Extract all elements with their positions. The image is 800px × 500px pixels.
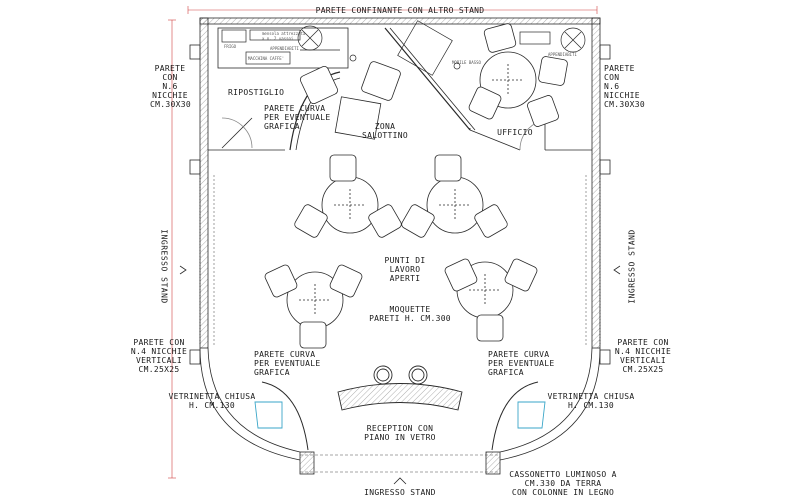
dimension-lines bbox=[168, 6, 598, 479]
curved-wall-right-label: PARETE CURVA PER EVENTUALE GRAFICA bbox=[488, 350, 555, 377]
right-niches-bottom-label: PARETE CON N.4 NICCHIE VERTICALI CM.25X2… bbox=[614, 338, 672, 374]
reception-desk bbox=[337, 365, 463, 411]
lightbox-label: CASSONETTO LUMINOSO A CM.330 DA TERRA CO… bbox=[509, 470, 617, 497]
entrance-right-label: INGRESSO STAND bbox=[627, 229, 637, 304]
curved-wall-top-label: PARETE CURVA PER EVENTUALE GRAFICA bbox=[264, 104, 331, 131]
column-left bbox=[299, 451, 315, 475]
entrance-left-label: INGRESSO STAND bbox=[159, 229, 169, 304]
lounge-furniture bbox=[299, 61, 401, 140]
shelf-note-label: mensola attrezzata x n. 2 vassoi bbox=[262, 31, 306, 41]
curved-wall-left-label: PARETE CURVA PER EVENTUALE GRAFICA bbox=[254, 350, 321, 377]
showcases bbox=[254, 401, 546, 429]
entrance-bottom-label: INGRESSO STAND bbox=[364, 488, 436, 497]
office-fixtures bbox=[397, 20, 586, 76]
entrance-arrows bbox=[179, 265, 621, 485]
showcase-left-label: VETRINETTA CHIUSA H. CM.130 bbox=[168, 392, 256, 410]
storage-label: RIPOSTIGLIO bbox=[228, 88, 285, 97]
stand-walls bbox=[189, 17, 611, 365]
workstation-table-3 bbox=[264, 264, 363, 349]
fridge-label: FRIGO bbox=[224, 44, 237, 49]
office-table bbox=[468, 23, 568, 127]
column-right bbox=[485, 451, 501, 475]
lounge-label: ZONA SALOTTINO bbox=[361, 122, 409, 140]
workstation-table-1 bbox=[294, 154, 402, 238]
hanger-left-label: APPENDIABITI bbox=[270, 46, 299, 51]
workstation-table-4 bbox=[444, 258, 538, 342]
entrance-graphic-walls bbox=[261, 381, 539, 451]
workstation-table-2 bbox=[401, 154, 508, 238]
coffee-machine-label: MACCHINA CAFFE' bbox=[248, 56, 285, 61]
reception-label: RECEPTION CON PIANO IN VETRO bbox=[364, 424, 436, 442]
top-wall-label: PARETE CONFINANTE CON ALTRO STAND bbox=[315, 6, 485, 15]
front-curved-walls bbox=[199, 347, 601, 473]
mobile-file-label: MOBILE BASSO bbox=[452, 60, 481, 65]
left-niches-bottom-label: PARETE CON N.4 NICCHIE VERTICALI CM.25X2… bbox=[130, 338, 188, 374]
workstations-label: PUNTI DI LAVORO APERTI bbox=[384, 256, 426, 283]
storage-fixtures bbox=[221, 25, 357, 65]
carpet-label: MOQUETTE PARETI H. CM.300 bbox=[369, 305, 451, 323]
left-niches-top-label: PARETE CON N.6 NICCHIE CM.30X30 bbox=[150, 64, 191, 109]
side-entrance-marks bbox=[199, 175, 601, 345]
right-niches-top-label: PARETE CON N.6 NICCHIE CM.30X30 bbox=[604, 64, 645, 109]
hanger-right-label: APPENDIABITI bbox=[548, 52, 577, 57]
office-label: UFFICIO bbox=[497, 128, 533, 137]
showcase-right-label: VETRINETTA CHIUSA H. CM.130 bbox=[547, 392, 635, 410]
